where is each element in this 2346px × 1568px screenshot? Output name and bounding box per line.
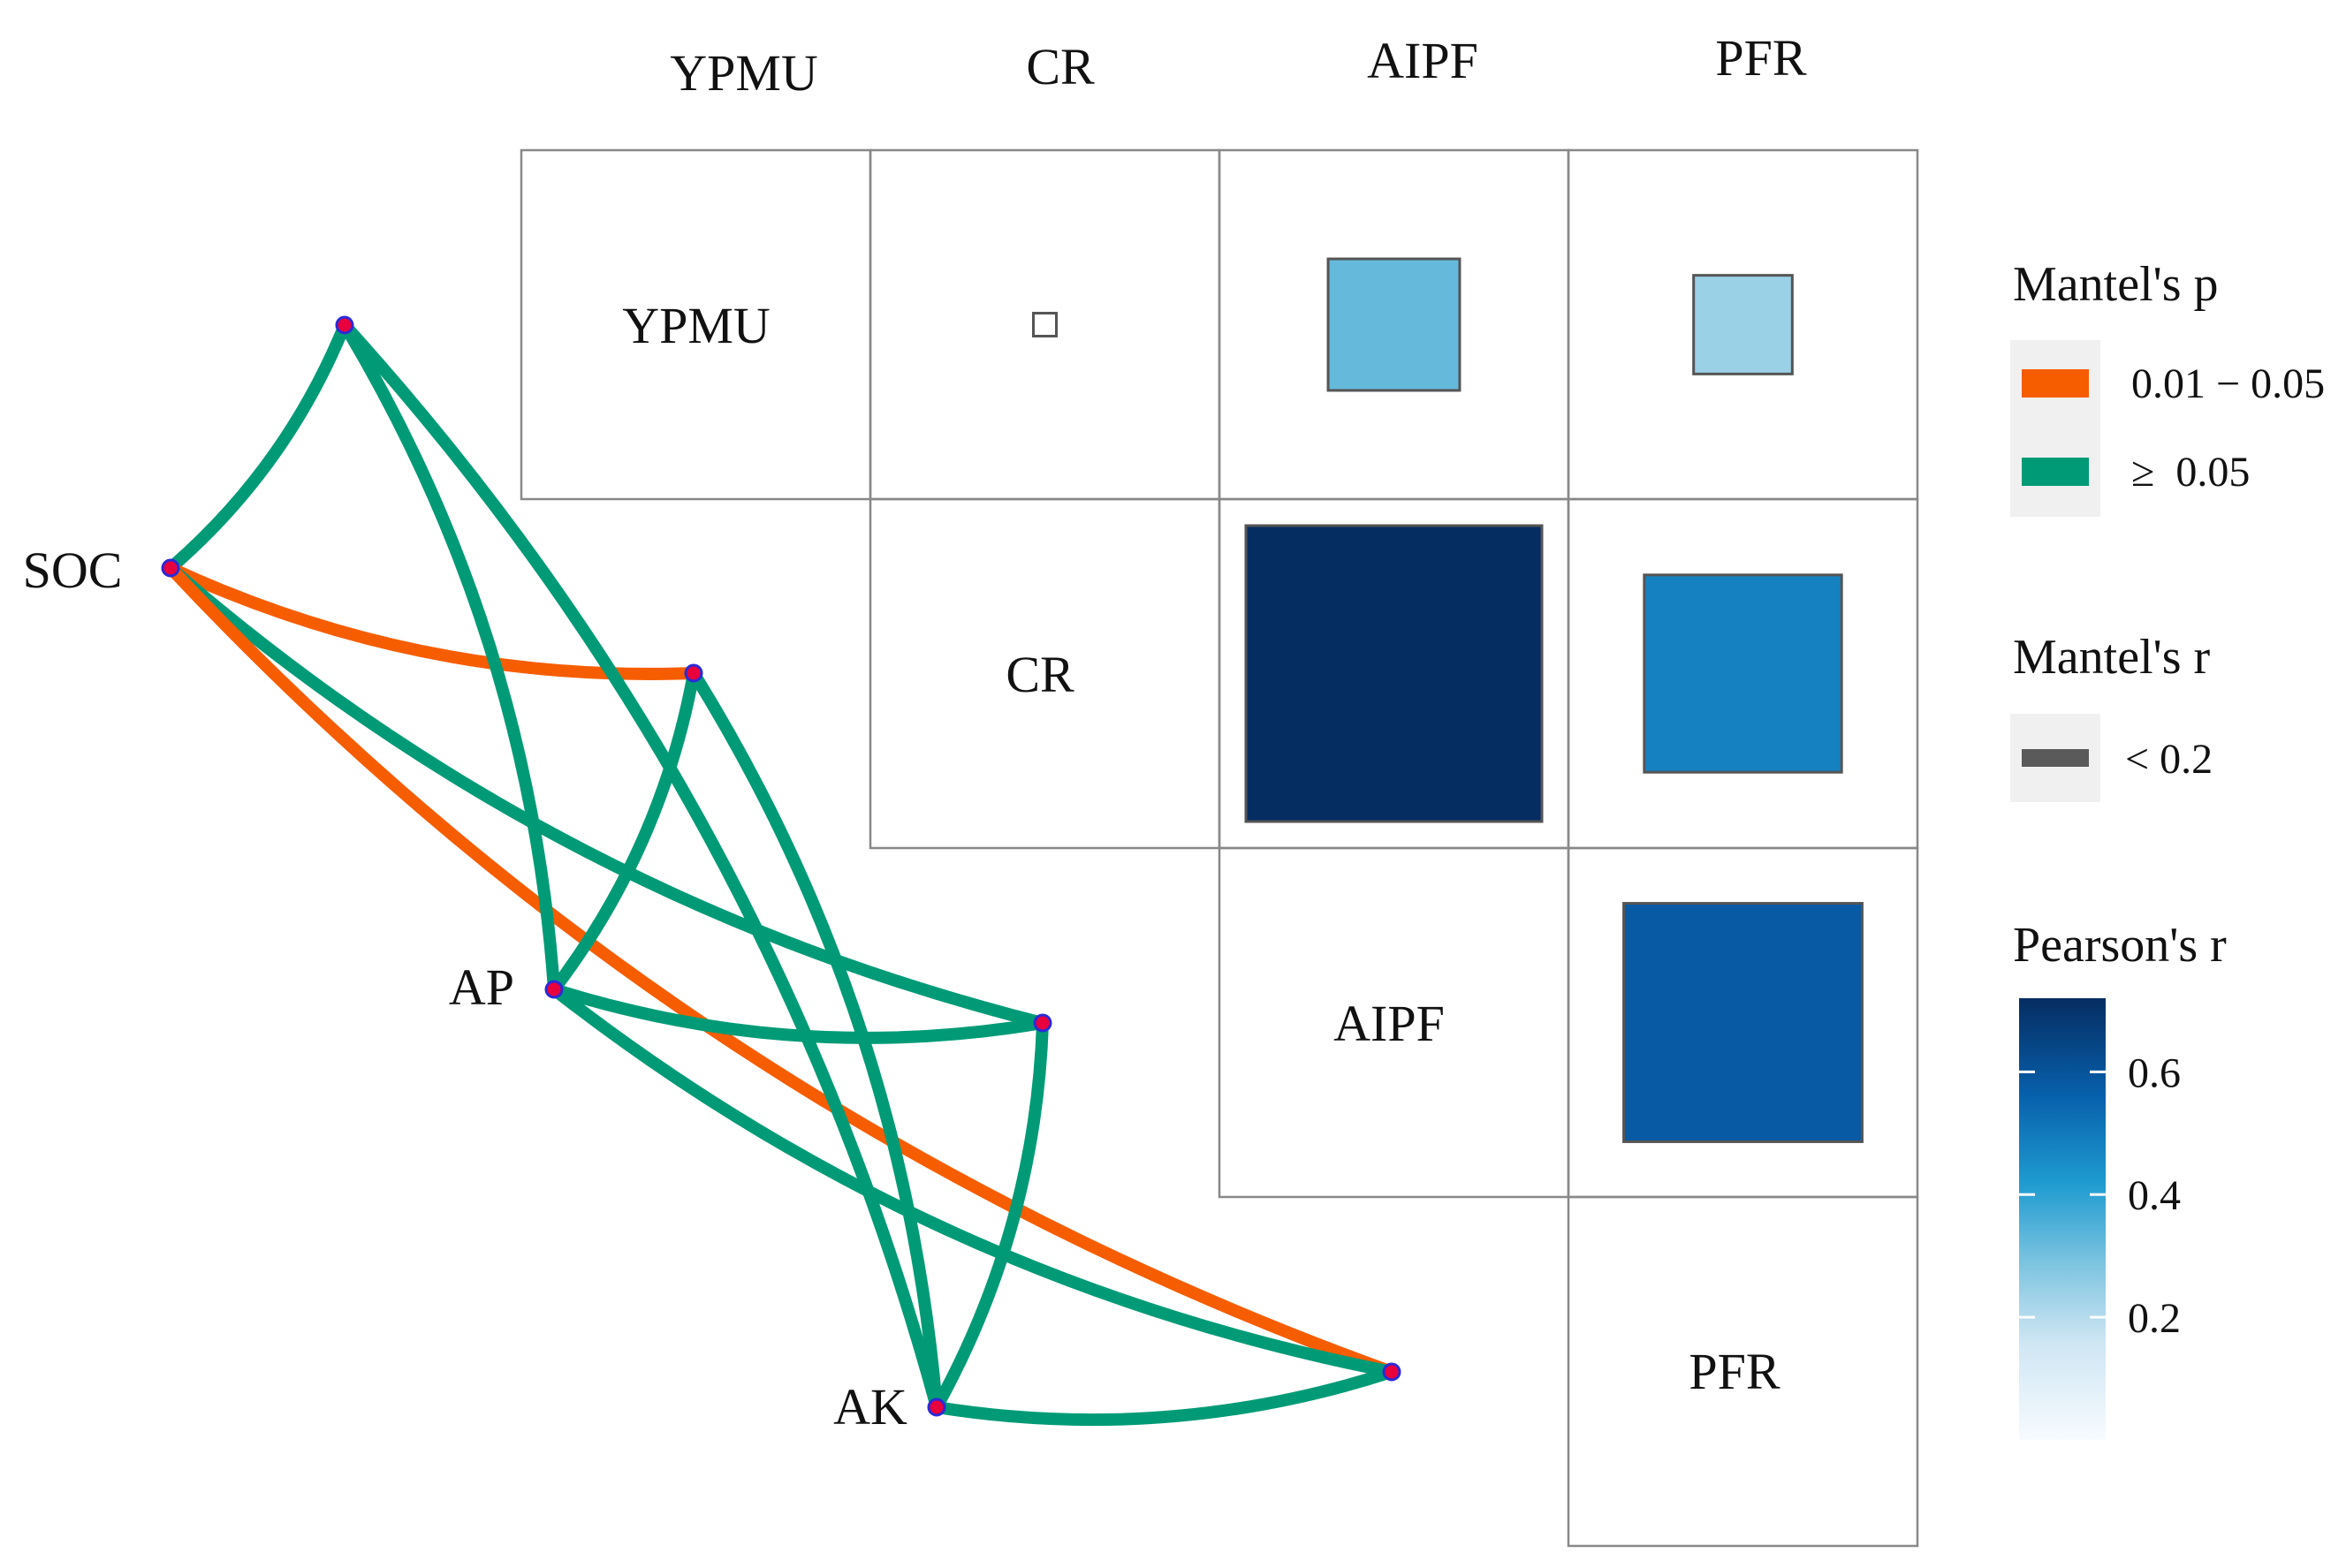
pearson-tick-label: 0.6 bbox=[2128, 1049, 2181, 1096]
link-ap-cr bbox=[548, 667, 700, 996]
environment-nodes bbox=[161, 315, 1401, 1417]
column-header-cr: CR bbox=[1026, 38, 1095, 95]
legend-mantel-r: Mantel's r < 0.2 bbox=[2010, 630, 2213, 802]
diagonal-label-cr: CR bbox=[1006, 646, 1074, 703]
node-label-soc: SOC bbox=[23, 542, 123, 599]
legend-pearson-title: Pearson's r bbox=[2013, 918, 2227, 973]
anchor-cr-dot bbox=[684, 663, 703, 683]
legend-pearson-r: Pearson's r 0.2 0.4 0.6 bbox=[2013, 918, 2227, 1440]
corr-square-ypmu-cr bbox=[1032, 312, 1058, 337]
anchor-pfr-dot bbox=[1382, 1362, 1401, 1382]
correlation-grid bbox=[520, 148, 1919, 1548]
link-ak-pfr bbox=[930, 1366, 1398, 1427]
legend-label-r-lt02: < 0.2 bbox=[2125, 736, 2213, 783]
link-ak-aipf bbox=[930, 1017, 1049, 1413]
link-ak-cr bbox=[687, 667, 943, 1413]
pearson-colorbar-ticks: 0.2 0.4 0.6 bbox=[2019, 1049, 2181, 1342]
link-soc-aipf bbox=[164, 562, 1049, 1029]
link-soc-pfr bbox=[164, 562, 1398, 1378]
node-label-ak: AK bbox=[833, 1378, 907, 1435]
diagonal-label-ypmu: YPMU bbox=[622, 297, 771, 354]
grid-cell-pfr-pfr bbox=[1567, 1195, 1919, 1548]
legend-swatch-p-sig bbox=[2022, 369, 2089, 398]
corr-square-aipf-pfr bbox=[1622, 902, 1864, 1143]
corr-square-ypmu-pfr bbox=[1692, 274, 1794, 375]
link-soc-ypmu bbox=[164, 319, 351, 574]
corr-square-ypmu-aipf bbox=[1326, 257, 1462, 392]
legend-key-bg bbox=[2010, 340, 2100, 517]
pearson-tick-label: 0.4 bbox=[2128, 1172, 2181, 1219]
legend-mantel-p-title: Mantel's p bbox=[2013, 257, 2219, 312]
column-header-aipf: AIPF bbox=[1367, 32, 1478, 89]
legend-swatch-r-lt02 bbox=[2022, 749, 2089, 767]
anchor-ypmu-dot bbox=[335, 315, 354, 335]
legend-label-p-sig: 0.01 − 0.05 bbox=[2131, 360, 2325, 407]
link-ap-pfr bbox=[548, 983, 1398, 1378]
column-header-ypmu: YPMU bbox=[670, 44, 818, 102]
mantel-links bbox=[164, 319, 1398, 1427]
link-soc-cr bbox=[164, 562, 700, 680]
pearson-colorbar bbox=[2019, 998, 2106, 1440]
corr-square-cr-pfr bbox=[1643, 573, 1843, 774]
diagonal-label-aipf: AIPF bbox=[1333, 995, 1445, 1052]
legend-swatch-p-ns bbox=[2022, 458, 2089, 486]
legend-label-p-ns: ≥ 0.05 bbox=[2131, 449, 2250, 496]
column-header-pfr: PFR bbox=[1715, 29, 1807, 87]
node-ak-dot bbox=[927, 1398, 946, 1417]
node-soc-dot bbox=[161, 558, 180, 578]
legend-mantel-p: Mantel's p 0.01 − 0.05 ≥ 0.05 bbox=[2010, 257, 2325, 517]
node-ap-dot bbox=[544, 980, 564, 999]
anchor-aipf-dot bbox=[1033, 1013, 1052, 1033]
pearson-tick-label: 0.2 bbox=[2128, 1295, 2181, 1342]
legend-mantel-r-title: Mantel's r bbox=[2013, 630, 2211, 685]
corr-square-cr-aipf bbox=[1244, 524, 1544, 823]
link-ak-ypmu bbox=[338, 319, 943, 1413]
link-ap-ypmu bbox=[338, 319, 560, 996]
link-ap-aipf bbox=[548, 983, 1049, 1044]
diagonal-label-pfr: PFR bbox=[1689, 1343, 1780, 1400]
node-label-ap: AP bbox=[449, 958, 514, 1016]
